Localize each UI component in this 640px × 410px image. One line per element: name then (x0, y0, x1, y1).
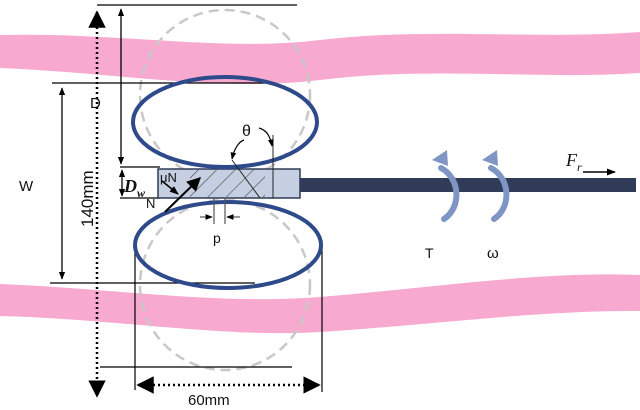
label-mu-n: μN (160, 170, 177, 185)
label-p: p (213, 230, 221, 246)
lower-tissue-band (0, 274, 640, 334)
rotation-arrow-icon (482, 150, 510, 222)
sleeve-thread-hatch (190, 170, 265, 197)
label-w: W (19, 178, 34, 195)
lower-ring (133, 200, 323, 290)
label-60mm: 60mm (188, 392, 230, 409)
normal-force-arrow (164, 177, 202, 213)
label-140mm: 140mm (78, 170, 97, 227)
upper-ring (131, 75, 319, 169)
label-theta: θ (242, 123, 251, 140)
theta-arc-left (230, 139, 245, 160)
lower-ghost-circle (138, 198, 312, 372)
label-torque: T (425, 245, 434, 261)
upper-tissue-band (0, 32, 640, 84)
label-dw: Dw (123, 176, 146, 200)
friction-force-arrow (161, 180, 179, 195)
label-fr: Fr (565, 150, 582, 174)
shaft (296, 178, 636, 192)
label-d: D (90, 95, 101, 112)
label-n: N (146, 196, 155, 211)
theta-arc-right (258, 127, 274, 147)
rotation-arrow-icon (432, 150, 460, 222)
label-omega: ω (487, 245, 499, 262)
theta-inclined-line (231, 159, 261, 199)
